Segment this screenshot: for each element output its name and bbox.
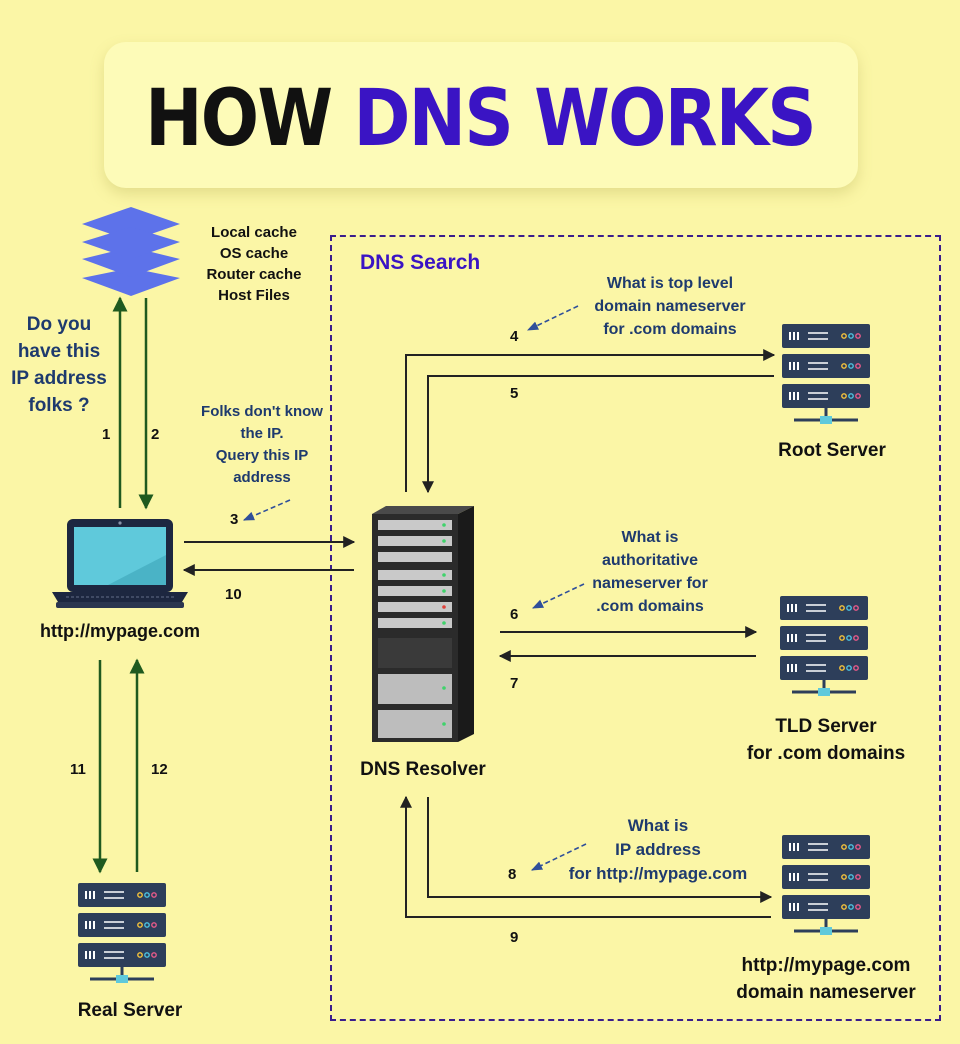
- cache-item: Router cache: [206, 266, 302, 283]
- step-number: 2: [151, 426, 160, 443]
- question-line: for http://mypage.com: [568, 864, 748, 883]
- arrow-step-8: [427, 797, 773, 903]
- dns-search-label: DNS Search: [360, 251, 481, 274]
- authoritative-server-icon: [782, 835, 870, 935]
- question-line: .com domains: [596, 598, 704, 615]
- question-line: address: [233, 469, 291, 486]
- server-rack-icon: [372, 506, 474, 742]
- step-number: 7: [510, 675, 519, 692]
- question-line: What is: [621, 529, 679, 546]
- question-line: IP address: [11, 368, 107, 389]
- step-number: 5: [510, 385, 519, 402]
- question-line: the IP.: [240, 425, 284, 442]
- root-server-icon: [782, 324, 870, 424]
- tld-server-icon: [780, 596, 868, 696]
- title-banner: [104, 42, 858, 188]
- title-part-dns-works: DNS WORKS: [353, 74, 816, 164]
- title-part-how: HOW: [145, 74, 333, 164]
- auth-server-label: http://mypage.com domain nameserver: [712, 952, 940, 1006]
- question-line: What is top level: [606, 275, 734, 292]
- question-line: IP address: [615, 840, 701, 859]
- page-title: HOW DNS WORKS: [58, 74, 903, 164]
- root-server-label: Root Server: [778, 440, 886, 461]
- cache-item: Local cache: [211, 224, 297, 241]
- tld-question: What is authoritative nameserver for .co…: [572, 526, 728, 618]
- question-line: nameserver for: [592, 575, 708, 592]
- tld-server-label: TLD Server for .com domains: [716, 713, 936, 767]
- dns-search-area: [330, 235, 941, 1021]
- pointer-step-6: [531, 583, 585, 609]
- step-number: 3: [230, 511, 239, 528]
- step-number: 8: [508, 866, 517, 883]
- arrow-step-4: [405, 349, 776, 492]
- layers-icon: [82, 207, 180, 296]
- client-label: http://mypage.com: [39, 621, 200, 641]
- cache-question: Do you have this IP address folks ?: [2, 311, 116, 419]
- resolver-question: Folks don't know the IP. Query this IP a…: [186, 401, 338, 489]
- step-number: 6: [510, 606, 519, 623]
- question-line: for .com domains: [603, 321, 737, 338]
- laptop-icon: [52, 519, 188, 608]
- tld-label-line: TLD Server: [775, 716, 877, 737]
- arrow-step-9: [400, 795, 771, 918]
- question-line: What is: [627, 816, 689, 835]
- step-number: 10: [225, 586, 242, 603]
- question-line: Query this IP: [215, 447, 309, 464]
- tld-label-line: for .com domains: [746, 743, 906, 764]
- question-line: authoritative: [601, 552, 698, 569]
- step-number: 12: [151, 761, 168, 778]
- question-line: Folks don't know: [201, 403, 323, 420]
- arrow-step-5: [422, 375, 774, 494]
- auth-label-line: domain nameserver: [736, 982, 916, 1003]
- cache-list: Local cache OS cache Router cache Host F…: [190, 222, 318, 306]
- resolver-label: DNS Resolver: [360, 759, 486, 780]
- step-number: 1: [102, 426, 111, 443]
- auth-label-line: http://mypage.com: [741, 955, 911, 976]
- real-server-label: Real Server: [77, 1000, 183, 1021]
- cache-item: Host Files: [218, 287, 290, 304]
- root-question: What is top level domain nameserver for …: [574, 272, 766, 341]
- auth-question: What is IP address for http://mypage.com: [544, 814, 772, 886]
- step-number: 9: [510, 929, 519, 946]
- question-line: domain nameserver: [594, 298, 746, 315]
- pointer-step-8: [530, 843, 587, 871]
- step-number: 4: [510, 328, 519, 345]
- question-line: Do you: [26, 314, 92, 335]
- pointer-step-4: [526, 305, 579, 331]
- pointer-step-3: [242, 499, 291, 521]
- question-line: have this: [17, 341, 101, 362]
- question-line: folks ?: [28, 395, 90, 416]
- real-server-icon: [78, 883, 166, 983]
- step-number: 11: [70, 761, 86, 778]
- cache-item: OS cache: [219, 245, 289, 262]
